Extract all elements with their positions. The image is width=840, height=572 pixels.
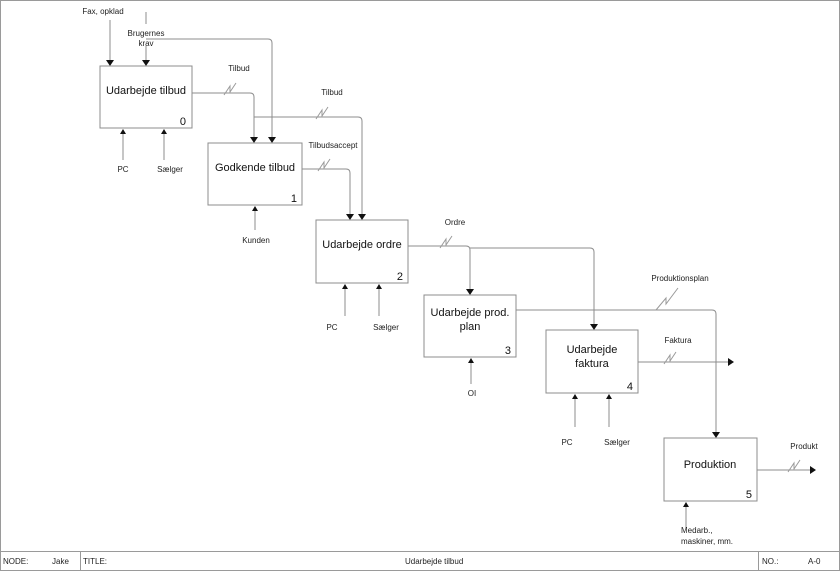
arrow-head xyxy=(376,284,382,289)
input-label-fax: Fax, opklad xyxy=(82,7,123,16)
mech-label-maskiner-5: maskiner, mm. xyxy=(681,537,733,546)
flow-label-ordre: Ordre xyxy=(445,218,466,227)
activity-box-1[interactable]: Godkende tilbud 1 xyxy=(207,142,303,206)
arrow-head xyxy=(268,137,276,143)
activity-box-2[interactable]: Udarbejde ordre 2 xyxy=(315,219,409,284)
flow-produktionsplan-line xyxy=(516,309,717,432)
activity-box-4[interactable]: Udarbejde faktura 4 xyxy=(545,329,639,394)
node-label: NODE: xyxy=(3,557,29,566)
flow-tilbud-0-2-line xyxy=(254,116,363,214)
arrow-head xyxy=(120,129,126,134)
mech-label-saelger-0: Sælger xyxy=(157,165,183,174)
box-number: 0 xyxy=(180,116,186,128)
arrow-head xyxy=(161,129,167,134)
arrow-head xyxy=(358,214,366,220)
box-number: 4 xyxy=(627,381,633,393)
arrow-head xyxy=(346,214,354,220)
box-title: Udarbejde xyxy=(567,344,618,356)
mech-label-medarb-5: Medarb., xyxy=(681,526,713,535)
mech-label-saelger-2: Sælger xyxy=(373,323,399,332)
arrow-head xyxy=(606,394,612,399)
mech-label-kunden-1: Kunden xyxy=(242,236,270,245)
squiggle-ordre xyxy=(439,235,453,249)
arrow-head xyxy=(252,206,258,211)
box-title-line2: plan xyxy=(460,321,481,333)
mech-label-saelger-4: Sælger xyxy=(604,438,630,447)
activity-box-3[interactable]: Udarbejde prod. plan 3 xyxy=(423,294,517,358)
box-title: Udarbejde prod. xyxy=(431,307,510,319)
flow-tilbud-0-1-line xyxy=(192,92,255,137)
box-title: Produktion xyxy=(684,459,737,471)
input-label-brugernes: Brugernes xyxy=(128,29,165,38)
squiggle-tilbud-0-1 xyxy=(223,82,237,96)
idef0-diagram: Udarbejde tilbud 0 Godkende tilbud 1 Uda… xyxy=(82,7,818,546)
divider xyxy=(80,552,81,571)
squiggle-produkt xyxy=(787,459,801,473)
flow-label-tilbudsaccept: Tilbudsaccept xyxy=(308,141,358,150)
flow-label-produktionsplan: Produktionsplan xyxy=(651,274,708,283)
arrow-head xyxy=(728,358,734,366)
box-title-line2: faktura xyxy=(575,358,610,370)
divider xyxy=(758,552,759,571)
brugernes-krav-to-box1-line xyxy=(146,38,273,137)
arrow-head xyxy=(810,466,816,474)
arrow-head xyxy=(342,284,348,289)
squiggle-tilbudsaccept xyxy=(317,158,331,172)
arrow-head xyxy=(466,289,474,295)
mech-label-oi-3: OI xyxy=(468,389,476,398)
arrow-head xyxy=(250,137,258,143)
arrow-head xyxy=(712,432,720,438)
box-number: 5 xyxy=(746,489,752,501)
box-title: Udarbejde ordre xyxy=(322,239,402,251)
activity-box-5[interactable]: Produktion 5 xyxy=(663,437,758,502)
flow-label-faktura: Faktura xyxy=(664,336,692,345)
box-number: 3 xyxy=(505,345,511,357)
activity-box-0[interactable]: Udarbejde tilbud 0 xyxy=(99,65,193,129)
box-number: 2 xyxy=(397,271,403,283)
squiggle-faktura xyxy=(663,351,677,365)
title-value: Udarbejde tilbud xyxy=(405,557,464,566)
box-title: Godkende tilbud xyxy=(215,162,295,174)
arrow-head xyxy=(572,394,578,399)
box-title: Udarbejde tilbud xyxy=(106,85,186,97)
no-value: A-0 xyxy=(808,557,821,566)
flow-tilbudsaccept-line xyxy=(302,168,351,214)
arrow-head xyxy=(468,358,474,363)
title-label: TITLE: xyxy=(83,557,108,566)
squiggle-tilbud-0-2 xyxy=(315,106,329,120)
flow-ordre-line xyxy=(408,245,471,289)
mech-label-pc-4: PC xyxy=(561,438,572,447)
box-number: 1 xyxy=(291,193,297,205)
title-block: NODE: Jake TITLE: Udarbejde tilbud NO.: … xyxy=(0,551,840,572)
flow-label-produkt: Produkt xyxy=(790,442,818,451)
arrow-head xyxy=(590,324,598,330)
arrow-head xyxy=(142,60,150,66)
arrow-head xyxy=(683,502,689,507)
flow-ordre-to-box4-line xyxy=(470,247,595,324)
arrow-head xyxy=(106,60,114,66)
flow-label-tilbud-0-1: Tilbud xyxy=(228,64,250,73)
flow-label-tilbud-0-2: Tilbud xyxy=(321,88,343,97)
mech-label-pc-0: PC xyxy=(117,165,128,174)
mech-label-pc-2: PC xyxy=(326,323,337,332)
input-label-krav: krav xyxy=(138,39,153,48)
squiggle-produktionsplan xyxy=(655,287,679,311)
no-label: NO.: xyxy=(762,557,779,566)
node-value: Jake xyxy=(52,557,69,566)
